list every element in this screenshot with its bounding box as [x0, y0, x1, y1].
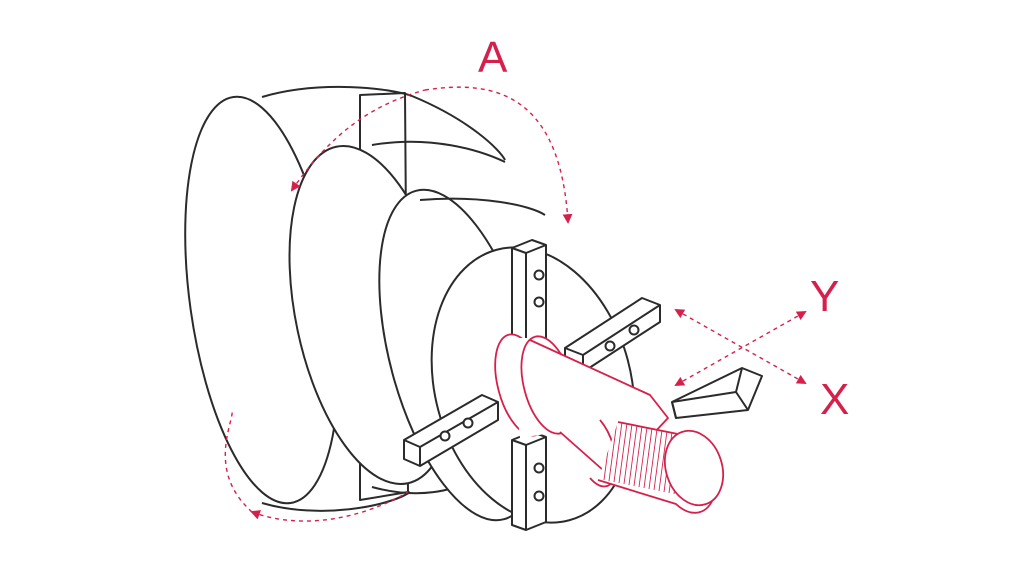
cutting-tool [671, 367, 763, 419]
axis-label-y: Y [810, 272, 840, 321]
axis-label-x: X [820, 375, 850, 424]
linear-axes [674, 309, 807, 386]
jaw-bottom [511, 431, 547, 531]
rotation-arrow-a [224, 86, 573, 522]
x-axis-arrow [674, 309, 807, 384]
workpiece [494, 333, 725, 514]
axis-label-a: A [478, 33, 508, 82]
jaw-left [403, 394, 499, 467]
